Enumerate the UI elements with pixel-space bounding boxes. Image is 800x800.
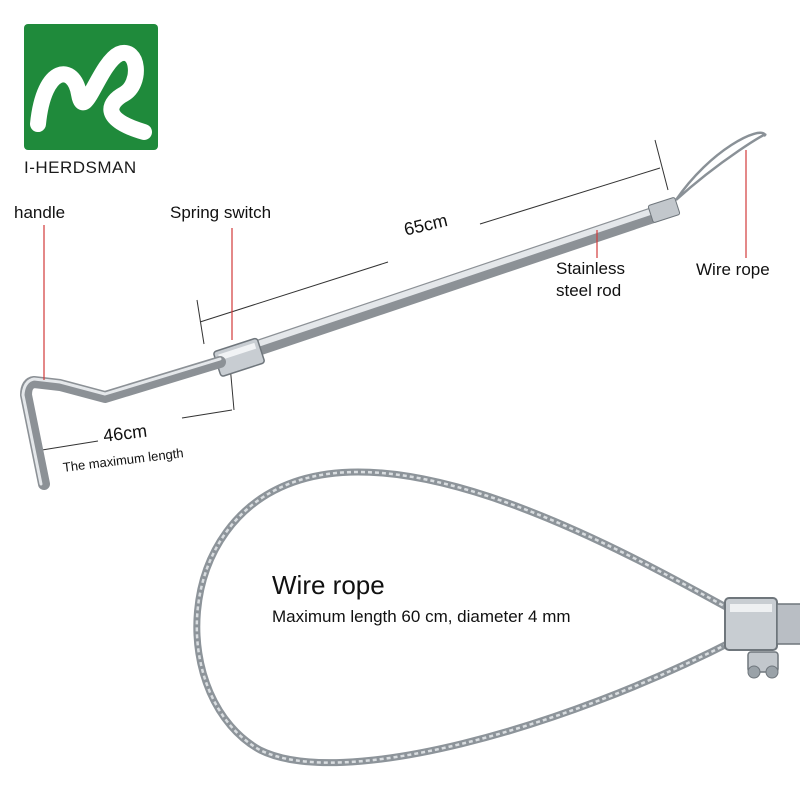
label-rod-line2: steel rod [556, 281, 622, 300]
pointer-lines [43, 150, 747, 380]
logo-mark-icon [30, 45, 152, 140]
label-handle: handle [14, 203, 66, 222]
label-wire-rope: Wire rope [696, 260, 770, 279]
detail-subtitle: Maximum length 60 cm, diameter 4 mm [272, 607, 571, 626]
dim-65-tick-right [654, 139, 669, 191]
label-rod-line1: Stainless [556, 259, 625, 278]
wire-rope-detail [193, 468, 800, 767]
dimension-lines [41, 139, 669, 451]
detail-rod-end [776, 603, 800, 645]
dim-65-right [479, 167, 661, 225]
handle-hook [20, 356, 226, 490]
rod-end-cap [647, 197, 681, 223]
stainless-steel-rod [214, 202, 676, 368]
label-stainless-steel-rod: Stainless steel rod [556, 258, 625, 302]
dim-65-tick-left [196, 299, 205, 345]
dim-46-left [41, 440, 99, 451]
brand-name: I-HERDSMAN [24, 158, 137, 177]
brand-logo [24, 24, 158, 150]
label-spring-switch: Spring switch [170, 203, 272, 222]
small-wire-loop [674, 131, 767, 201]
detail-title: Wire rope [272, 570, 385, 600]
dim-65-left [199, 261, 389, 323]
dim-46-right [181, 409, 233, 419]
